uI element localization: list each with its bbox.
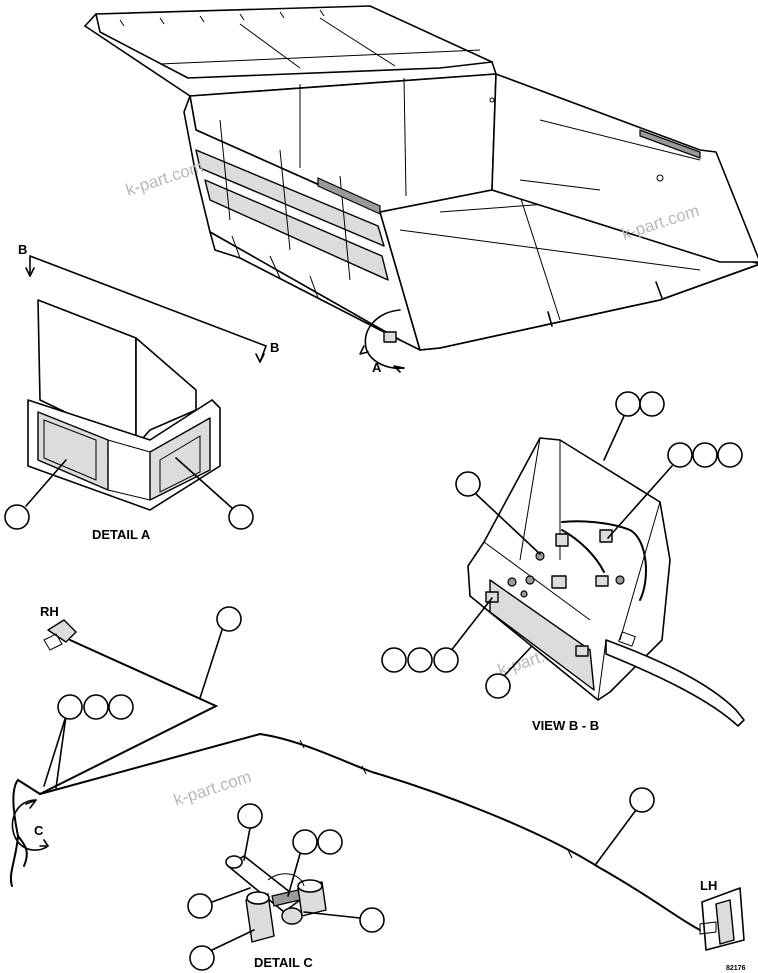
leader-detail-c-left — [211, 887, 251, 903]
section-b-label-left: B — [18, 242, 27, 257]
leader-harness-left-b — [55, 715, 67, 789]
callout-detail-c-left — [187, 893, 213, 919]
callout-view-bb-bottom — [485, 673, 511, 699]
leader-view-bb-left-upper — [475, 493, 541, 555]
callout-harness-left-1 — [57, 694, 83, 720]
leader-detail-a-right — [175, 457, 233, 509]
leader-view-bb-right — [607, 465, 673, 539]
rh-label: RH — [40, 604, 59, 619]
leader-detail-c-top — [243, 827, 251, 861]
callout-harness-left-3 — [108, 694, 134, 720]
callout-detail-c-mid-2 — [317, 829, 343, 855]
callout-view-bb-right-3 — [717, 442, 743, 468]
view-bb-illustration — [467, 437, 745, 727]
callout-view-bb-top-2 — [639, 391, 665, 417]
drawing-number: 82176 — [726, 965, 746, 972]
section-b-label-right: B — [270, 340, 279, 355]
detail-a-illustration — [27, 299, 221, 511]
callout-view-bb-left-lower-2 — [407, 647, 433, 673]
lh-label: LH — [700, 878, 717, 893]
leader-view-bb-bottom — [503, 645, 533, 677]
detail-a-title: DETAIL A — [92, 527, 151, 542]
callout-view-bb-left-lower-1 — [381, 647, 407, 673]
arrow-a-label: A — [372, 360, 382, 375]
leader-detail-c-mid — [287, 853, 301, 897]
arrow-c-label: C — [34, 823, 44, 838]
detail-c-illustration — [225, 855, 327, 943]
leader-view-bb-left-lower — [449, 597, 493, 653]
callout-view-bb-top-1 — [615, 391, 641, 417]
callout-view-bb-left-lower-3 — [433, 647, 459, 673]
callout-harness-top — [216, 606, 242, 632]
dump-body-illustration — [84, 5, 758, 373]
detail-c-marker — [11, 799, 49, 851]
callout-detail-a-left — [4, 504, 30, 530]
callout-view-bb-left-upper — [455, 471, 481, 497]
watermark-4: k-part.com — [171, 767, 253, 810]
leader-harness-right — [595, 809, 637, 865]
callout-detail-c-bottom — [189, 945, 215, 971]
detail-c-title: DETAIL C — [254, 955, 313, 970]
callout-view-bb-right-2 — [692, 442, 718, 468]
callout-detail-a-right — [228, 504, 254, 530]
watermark-1: k-part.com — [123, 157, 205, 200]
leader-view-bb-top — [603, 415, 625, 461]
leader-detail-c-right — [303, 911, 361, 919]
leader-detail-a-left — [25, 459, 67, 507]
callout-harness-right — [629, 787, 655, 813]
callout-detail-c-right — [359, 907, 385, 933]
harness-illustration — [9, 619, 745, 951]
callout-detail-c-mid-1 — [292, 829, 318, 855]
view-bb-title: VIEW B - B — [532, 718, 599, 733]
callout-detail-c-top — [237, 803, 263, 829]
leader-detail-c-bottom — [211, 929, 255, 951]
callout-harness-left-2 — [83, 694, 109, 720]
leader-harness-top — [199, 629, 223, 699]
callout-view-bb-right-1 — [667, 442, 693, 468]
leader-harness-left-a — [43, 715, 67, 787]
section-b-line — [25, 255, 267, 363]
